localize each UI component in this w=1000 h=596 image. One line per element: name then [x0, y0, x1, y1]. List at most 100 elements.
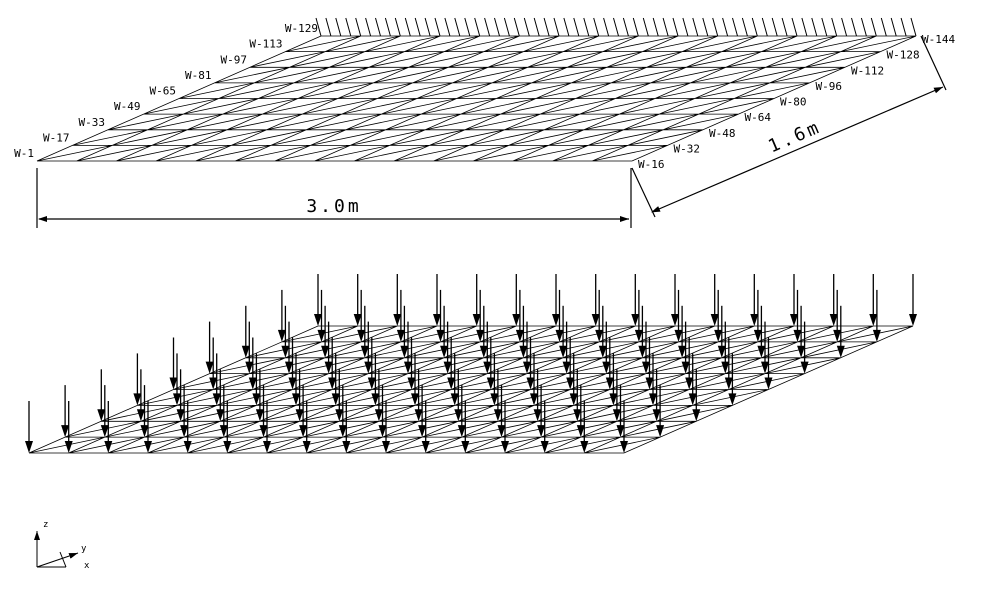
load-arrow	[335, 369, 344, 422]
load-arrow	[433, 274, 441, 326]
load-arrow	[609, 353, 618, 406]
load-arrow	[761, 321, 769, 374]
load-arrow	[681, 321, 690, 374]
load-arrow	[367, 337, 376, 390]
load-arrow	[569, 353, 578, 406]
load-arrow	[25, 401, 33, 453]
load-arrow	[836, 305, 845, 358]
top-mesh	[36, 35, 917, 162]
load-arrow	[393, 274, 402, 326]
load-arrow	[461, 401, 470, 453]
load-arrow	[299, 385, 308, 438]
load-arrow	[353, 274, 362, 326]
load-arrow	[612, 369, 621, 422]
load-arrow	[595, 289, 604, 342]
load-arrow	[285, 321, 293, 374]
load-arrow	[321, 305, 330, 358]
load-arrow	[721, 321, 730, 374]
load-arrow	[292, 353, 300, 406]
load-arrow	[104, 401, 113, 453]
load-arrow	[364, 321, 373, 374]
load-arrow	[674, 289, 683, 342]
load-arrow	[833, 289, 842, 342]
load-arrow	[829, 274, 838, 326]
load-arrow	[678, 305, 687, 358]
load-arrow	[537, 385, 546, 438]
load-arrow	[566, 337, 575, 390]
load-arrow	[555, 289, 564, 342]
load-arrow	[692, 369, 701, 422]
load-arrow	[559, 305, 568, 358]
load-arrow	[688, 353, 697, 406]
load-arrow	[414, 369, 423, 422]
y-axis-label: y	[81, 544, 87, 554]
y-axis	[36, 552, 79, 568]
load-arrow	[382, 401, 390, 453]
load-arrow	[728, 353, 737, 406]
load-arrow	[472, 274, 481, 326]
load-arrow	[530, 353, 538, 406]
load-arrow	[497, 385, 506, 438]
load-arrow	[443, 321, 452, 374]
load-arrow	[209, 337, 218, 390]
node-label-left: W-65	[150, 85, 177, 98]
load-arrow	[252, 353, 261, 406]
node-label-left: W-17	[43, 131, 70, 144]
load-arrow	[620, 401, 628, 453]
load-arrow	[724, 337, 733, 390]
load-arrow	[790, 274, 798, 326]
load-arrow	[440, 305, 449, 358]
load-arrow	[371, 353, 380, 406]
load-arrow	[710, 274, 719, 326]
load-arrow	[378, 385, 387, 438]
load-arrow	[219, 385, 228, 438]
load-arrow	[649, 353, 657, 406]
load-arrow	[314, 274, 322, 326]
load-arrow	[245, 321, 254, 374]
load-arrow	[205, 321, 214, 374]
load-arrow	[490, 353, 499, 406]
node-labels: W-1W-17W-33W-49W-65W-81W-97W-113W-129W-1…	[14, 22, 955, 171]
load-arrow	[407, 337, 416, 390]
load-arrow	[909, 274, 917, 326]
load-arrow	[411, 353, 419, 406]
load-arrow	[396, 289, 405, 342]
load-arrow	[255, 369, 264, 422]
load-arrow	[634, 289, 643, 342]
load-arrow	[100, 385, 109, 438]
load-arrow	[605, 337, 614, 390]
load-arrow	[454, 369, 463, 422]
load-arrow	[180, 385, 189, 438]
load-arrow	[501, 401, 509, 453]
loaded-mesh	[28, 325, 914, 454]
load-arrow	[342, 401, 351, 453]
load-arrow	[616, 385, 625, 438]
node-label-left: W-33	[79, 116, 106, 129]
x-axis-label: x	[84, 561, 90, 571]
node-label-left: W-1	[14, 147, 34, 160]
load-arrow	[183, 401, 192, 453]
load-arrow	[169, 337, 178, 390]
load-arrow	[277, 289, 286, 342]
load-arrow	[173, 353, 181, 406]
length-label: 3.0m	[306, 196, 361, 217]
load-arrow	[638, 305, 647, 358]
load-arrow	[281, 305, 290, 358]
node-label-right: W-32	[674, 142, 701, 155]
node-label-right: W-112	[851, 64, 884, 77]
fixed-edge-hatching	[315, 17, 917, 37]
load-arrow	[764, 337, 773, 390]
load-arrow	[263, 401, 271, 453]
load-arrow	[872, 289, 881, 342]
load-arrow	[476, 289, 485, 342]
load-arrow	[259, 385, 268, 438]
load-arrow	[515, 289, 524, 342]
load-arrow	[512, 274, 521, 326]
z-axis-label: z	[43, 520, 48, 530]
load-arrow	[714, 289, 723, 342]
hatch-lines	[315, 17, 917, 37]
load-arrow	[562, 321, 571, 374]
load-arrow	[800, 321, 809, 374]
